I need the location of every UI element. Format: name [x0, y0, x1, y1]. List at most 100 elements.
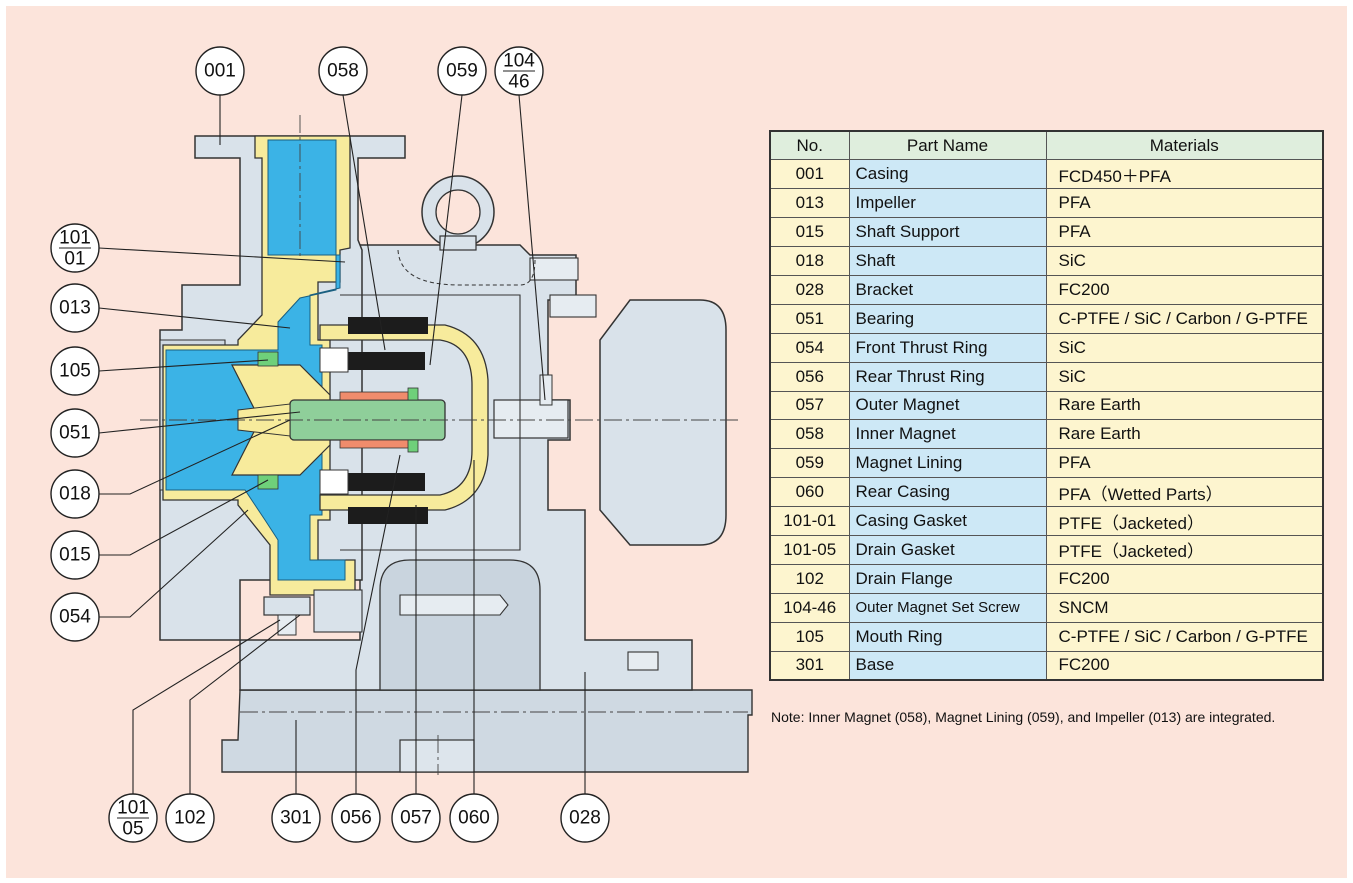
callout-059-label: 059	[446, 61, 478, 82]
cell-material: PFA	[1045, 217, 1324, 248]
leader-lines	[98, 94, 586, 795]
callout-101-05-top: 101	[117, 798, 149, 819]
callout-101-01: 101 01	[50, 223, 100, 273]
cell-material: Rare Earth	[1045, 419, 1324, 450]
cell-material: FC200	[1045, 563, 1324, 594]
callout-058-label: 058	[327, 61, 359, 82]
callout-102-label: 102	[174, 808, 206, 829]
callout-013: 013	[50, 283, 100, 333]
callout-101-01-top: 101	[59, 228, 91, 249]
cell-part-name: Outer Magnet	[848, 390, 1047, 421]
callout-101-05-bottom: 05	[122, 819, 143, 840]
callout-018-label: 018	[59, 484, 91, 505]
cell-no: 013	[769, 188, 850, 219]
cell-material: PFA	[1045, 448, 1324, 479]
callout-057-label: 057	[400, 808, 432, 829]
cell-material: PFA	[1045, 188, 1324, 219]
cell-part-name: Front Thrust Ring	[848, 332, 1047, 363]
cell-material: FC200	[1045, 274, 1324, 305]
cell-part-name: Rear Casing	[848, 477, 1047, 508]
eye-bolt	[397, 175, 536, 286]
cell-no: 058	[769, 419, 850, 450]
cell-no: 060	[769, 477, 850, 508]
callout-054-label: 054	[59, 607, 91, 628]
header-part-name: Part Name	[848, 130, 1047, 161]
cell-part-name: Casing	[848, 159, 1047, 190]
callout-015-label: 015	[59, 545, 91, 566]
callout-054: 054	[50, 592, 100, 642]
callout-102: 102	[165, 793, 215, 843]
callout-059: 059	[437, 46, 487, 96]
cell-material: FC200	[1045, 650, 1324, 681]
header-no: No.	[769, 130, 850, 161]
cell-part-name: Outer Magnet Set Screw	[848, 592, 1047, 623]
callout-018: 018	[50, 469, 100, 519]
cell-part-name: Shaft	[848, 246, 1047, 276]
cell-part-name: Bearing	[848, 303, 1047, 334]
cell-material: C-PTFE / SiC / Carbon / G-PTFE	[1045, 303, 1324, 334]
cell-material: PTFE（Jacketed）	[1045, 534, 1324, 565]
cell-no: 301	[769, 650, 850, 681]
callout-001-label: 001	[204, 61, 236, 82]
cell-no: 057	[769, 390, 850, 421]
cell-no: 102	[769, 563, 850, 594]
callout-051: 051	[50, 408, 100, 458]
cell-part-name: Bracket	[848, 274, 1047, 305]
callout-013-label: 013	[59, 298, 91, 319]
cell-no: 018	[769, 246, 850, 276]
pump-cross-section-diagram: 001 058 059 104 46 101 01 013 105 051 01…	[50, 46, 753, 843]
cell-part-name: Drain Gasket	[848, 534, 1047, 565]
integration-note: Note: Inner Magnet (058), Magnet Lining …	[771, 709, 1276, 725]
cell-material: C-PTFE / SiC / Carbon / G-PTFE	[1045, 621, 1324, 652]
cell-no: 105	[769, 621, 850, 652]
cell-part-name: Drain Flange	[848, 563, 1047, 594]
cell-no: 104-46	[769, 592, 850, 623]
callout-105-label: 105	[59, 361, 91, 382]
shaft-018	[237, 351, 446, 490]
cell-no: 051	[769, 303, 850, 334]
callout-056: 056	[331, 793, 381, 843]
callout-051-label: 051	[59, 423, 91, 444]
cell-material: SiC	[1045, 361, 1324, 392]
callout-104-46-bottom: 46	[508, 72, 529, 93]
rear-casing-060	[319, 294, 521, 551]
cell-material: Rare Earth	[1045, 390, 1324, 421]
cell-material: SiC	[1045, 246, 1324, 276]
cell-no: 015	[769, 217, 850, 248]
cell-no: 101-05	[769, 534, 850, 565]
cell-material: SiC	[1045, 332, 1324, 363]
cell-part-name: Base	[848, 650, 1047, 681]
callout-060-label: 060	[458, 808, 490, 829]
cell-part-name: Mouth Ring	[848, 621, 1047, 652]
callout-301: 301	[271, 793, 321, 843]
base-301	[221, 689, 753, 775]
cell-material: FCD450＋PFA	[1045, 159, 1324, 190]
callout-057: 057	[391, 793, 441, 843]
bracket-028	[239, 244, 727, 691]
callout-104-46: 104 46	[494, 46, 544, 96]
callout-101-01-bottom: 01	[64, 249, 85, 270]
magnets	[319, 317, 428, 524]
cell-no: 056	[769, 361, 850, 392]
callout-015: 015	[50, 530, 100, 580]
cell-part-name: Rear Thrust Ring	[848, 361, 1047, 392]
cell-part-name: Shaft Support	[848, 217, 1047, 248]
cell-no: 054	[769, 332, 850, 363]
cell-no: 059	[769, 448, 850, 479]
